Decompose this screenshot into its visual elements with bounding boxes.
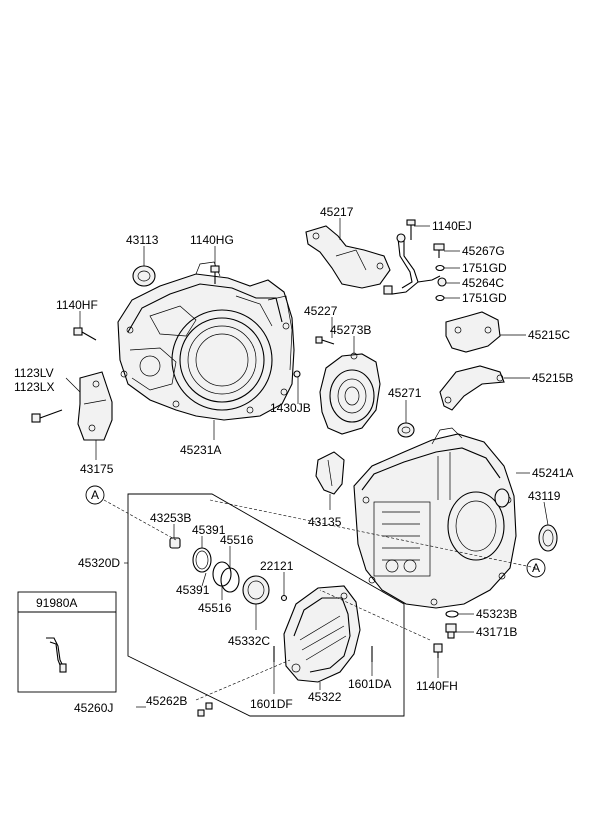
label-1751GD-a: 1751GD bbox=[462, 261, 507, 275]
bolt-1140EJ bbox=[406, 219, 416, 240]
bracket-43135 bbox=[315, 451, 345, 495]
pin-22121 bbox=[280, 594, 288, 602]
label-1430JB: 1430JB bbox=[270, 401, 311, 415]
label-45264C: 45264C bbox=[462, 276, 504, 290]
label-45215B: 45215B bbox=[532, 371, 573, 385]
bolt-45227 bbox=[315, 336, 335, 345]
label-1601DF: 1601DF bbox=[250, 697, 293, 711]
label-43175: 43175 bbox=[80, 462, 114, 476]
label-43113: 43113 bbox=[126, 233, 159, 247]
bearing-43253B bbox=[169, 537, 181, 549]
label-1140HF: 1140HF bbox=[56, 298, 98, 312]
bolt-45262B bbox=[197, 702, 213, 717]
label-1140FH: 1140FH bbox=[416, 679, 458, 693]
oil-seal-right bbox=[494, 488, 510, 508]
leader-lines bbox=[65, 218, 549, 708]
label-45332C: 45332C bbox=[228, 634, 270, 648]
harness-45264C bbox=[383, 233, 447, 295]
label-1123LV: 1123LV bbox=[14, 366, 54, 380]
label-45267G: 45267G bbox=[462, 244, 505, 258]
label-45323B: 45323B bbox=[476, 607, 517, 621]
label-1751GD-b: 1751GD bbox=[462, 291, 507, 305]
inset-box-91980A bbox=[17, 591, 117, 693]
label-45391-a: 45391 bbox=[192, 523, 226, 537]
bolt-1123LV bbox=[31, 409, 63, 423]
label-45262B: 45262B bbox=[146, 694, 187, 708]
label-45231A: 45231A bbox=[180, 443, 221, 457]
label-45516-a: 45516 bbox=[220, 533, 254, 547]
harness-91980A bbox=[46, 637, 67, 673]
oring-1751GD-a bbox=[435, 264, 445, 272]
part-labels: 45217 1140EJ 45267G 1751GD 45264C 1751GD… bbox=[14, 205, 573, 715]
retainer-45332C bbox=[242, 575, 270, 605]
seal-43119 bbox=[538, 524, 558, 552]
label-1140EJ: 1140EJ bbox=[432, 219, 472, 233]
label-45241A: 45241A bbox=[532, 466, 573, 480]
callout-a-left-label: A bbox=[91, 488, 99, 502]
callout-a-right-label: A bbox=[532, 561, 540, 575]
callout-a-right: A bbox=[526, 558, 546, 578]
bolt-45267G bbox=[433, 243, 445, 258]
label-45322: 45322 bbox=[308, 690, 342, 704]
bolt-1140HF bbox=[73, 327, 97, 341]
label-45273B: 45273B bbox=[330, 323, 371, 337]
cover-45273B bbox=[319, 352, 381, 435]
oil-seal-43113 bbox=[132, 265, 156, 287]
label-45271: 45271 bbox=[388, 386, 422, 400]
label-91980A: 91980A bbox=[36, 596, 77, 610]
oring-1751GD-b bbox=[435, 294, 445, 302]
label-45260J: 45260J bbox=[74, 701, 113, 715]
label-1140HG: 1140HG bbox=[190, 233, 234, 247]
label-45227: 45227 bbox=[304, 304, 338, 318]
label-1123LX: 1123LX bbox=[14, 380, 54, 394]
label-45516-b: 45516 bbox=[198, 601, 232, 615]
assembly-frame-45320D bbox=[103, 493, 537, 717]
label-43171B: 43171B bbox=[476, 625, 517, 639]
bracket-45217 bbox=[305, 225, 391, 289]
label-43135: 43135 bbox=[308, 515, 342, 529]
plug-43171B bbox=[445, 623, 457, 639]
bracket-45215C bbox=[445, 311, 501, 353]
bolt-1140FH bbox=[433, 643, 443, 658]
label-45215C: 45215C bbox=[528, 328, 570, 342]
plug-1430JB bbox=[293, 370, 301, 378]
clutch-housing-45231A bbox=[117, 261, 295, 421]
label-43253B: 43253B bbox=[150, 511, 191, 525]
label-45320D: 45320D bbox=[78, 556, 120, 570]
seal-45271 bbox=[397, 422, 415, 438]
label-45217: 45217 bbox=[320, 205, 354, 219]
bracket-43175 bbox=[77, 371, 113, 441]
valve-body-cover-45322 bbox=[283, 585, 361, 683]
bracket-45215B bbox=[439, 365, 505, 411]
callout-a-left: A bbox=[85, 485, 105, 505]
label-43119: 43119 bbox=[528, 489, 561, 503]
snap-ring-45391-a bbox=[192, 547, 212, 573]
label-22121: 22121 bbox=[260, 559, 294, 573]
label-1601DA: 1601DA bbox=[348, 677, 391, 691]
label-45391-b: 45391 bbox=[176, 583, 210, 597]
transaxle-case-45241A bbox=[353, 427, 517, 609]
washer-45323B bbox=[445, 610, 459, 618]
